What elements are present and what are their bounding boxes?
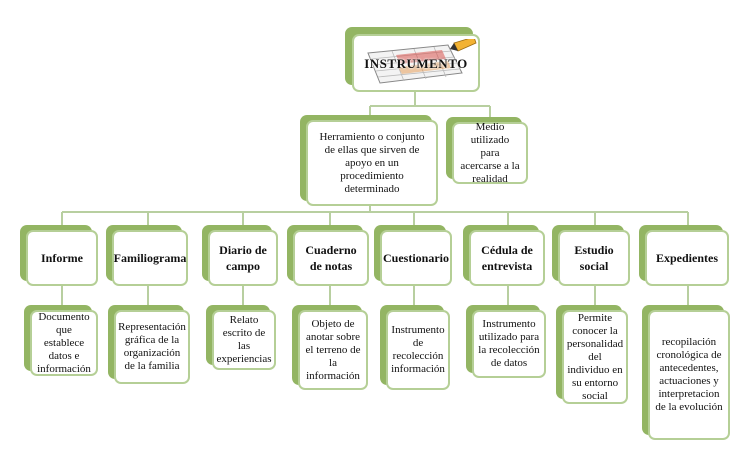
form-pencil-icon — [367, 39, 477, 84]
category-title: Cuestionario — [383, 251, 449, 265]
category-title: Familiograma — [113, 251, 187, 265]
definition-box: Herramiento o conjunto de ellas que sirv… — [306, 120, 438, 206]
description-text: recopilación cronológica de antecedentes… — [655, 336, 723, 413]
description-familiograma: Representación gráfica de la organizació… — [114, 310, 190, 384]
category-title: Expedientes — [655, 251, 718, 265]
category-title: Cuaderno de notas — [305, 243, 357, 273]
definition-text: Herramiento o conjunto de ellas que sirv… — [319, 130, 425, 195]
category-title: Diario de campo — [219, 243, 267, 273]
description-estudio-social: Permite conocer la personalidad del indi… — [562, 310, 628, 404]
description-text: Permite conocer la personalidad del indi… — [566, 311, 624, 402]
description-text: Relato escrito de las experiencias — [216, 314, 272, 365]
description-diario-de-campo: Relato escrito de las experiencias — [212, 310, 276, 370]
category-diario-de-campo: Diario de campo — [208, 230, 278, 286]
category-informe: Informe — [26, 230, 98, 286]
description-text: Objeto de anotar sobre el terreno de la … — [305, 317, 361, 382]
description-informe: Documento que establece datos e informac… — [30, 310, 98, 376]
description-text: Representación gráfica de la organizació… — [118, 321, 186, 372]
category-title: Informe — [41, 251, 83, 265]
category-cedula-de-entrevista: Cédula de entrevista — [469, 230, 545, 286]
root-label: INSTRUMENTO — [364, 56, 468, 71]
category-cuaderno-de-notas: Cuaderno de notas — [293, 230, 369, 286]
category-title: Estudio social — [574, 243, 614, 273]
category-familiograma: Familiograma — [112, 230, 188, 286]
description-text: Documento que establece datos e informac… — [37, 310, 91, 375]
description-cuaderno-de-notas: Objeto de anotar sobre el terreno de la … — [298, 310, 368, 390]
root-node: INSTRUMENTO — [352, 34, 480, 92]
medium-box: Medio utilizado para acercarse a la real… — [452, 120, 528, 185]
description-cedula-de-entrevista: Instrumento utilizado para la recolecció… — [472, 310, 546, 378]
description-cuestionario: Instrumento de recolección información — [386, 310, 450, 390]
description-expedientes: recopilación cronológica de antecedentes… — [648, 310, 730, 440]
description-text: Instrumento de recolección información — [391, 324, 445, 375]
description-text: Instrumento utilizado para la recolecció… — [478, 318, 540, 369]
medium-text: Medio utilizado para acercarse a la real… — [460, 120, 520, 185]
category-cuestionario: Cuestionario — [380, 230, 452, 286]
category-estudio-social: Estudio social — [558, 230, 630, 286]
category-title: Cédula de entrevista — [481, 243, 533, 273]
category-expedientes: Expedientes — [645, 230, 729, 286]
